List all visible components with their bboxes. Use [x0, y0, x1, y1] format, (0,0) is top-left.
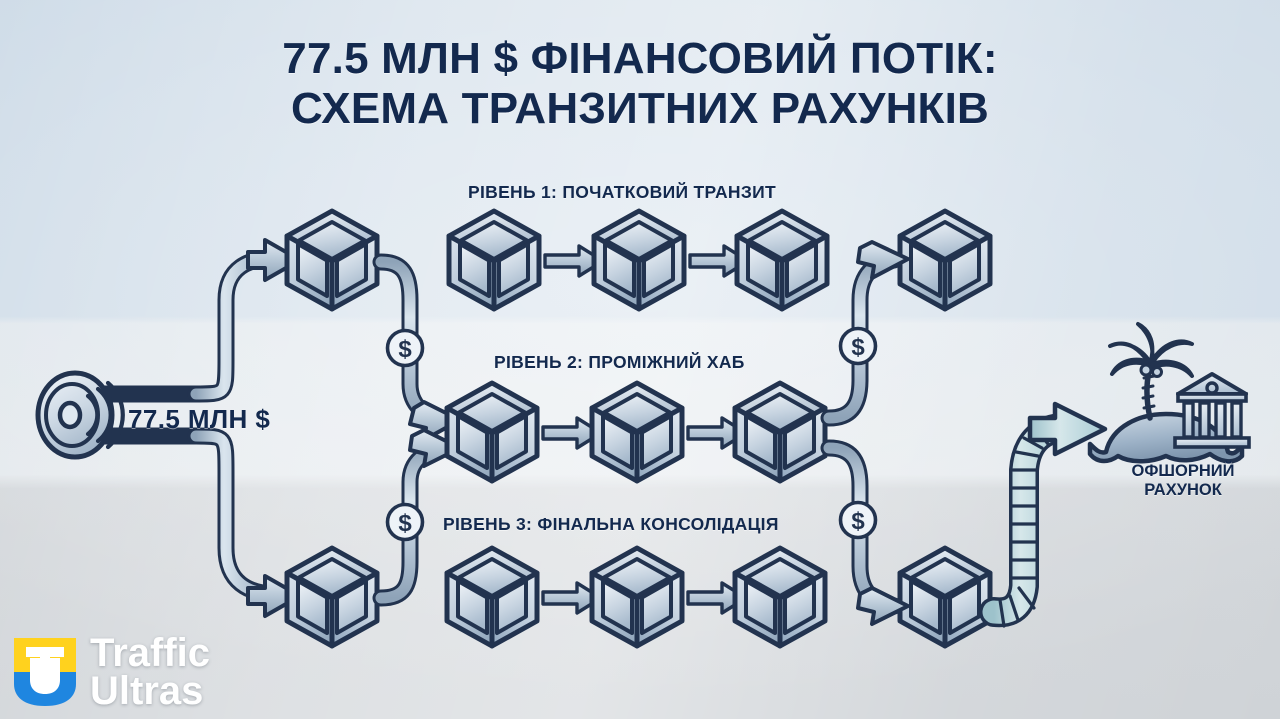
page-title: 77.5 МЛН $ ФІНАНСОВИЙ ПОТІК: СХЕМА ТРАНЗ…: [0, 34, 1280, 133]
node-level3-3[interactable]: [735, 548, 825, 646]
brand-name-line-1: Traffic: [90, 631, 211, 675]
node-level2-hub[interactable]: [735, 383, 825, 481]
pipe-hub-to-level3-final: [820, 439, 910, 626]
source-amount-label: 77.5 МЛН $: [128, 404, 271, 434]
branch-source-to-level1: [187, 238, 302, 403]
title-line-1: 77.5 МЛН $ ФІНАНСОВИЙ ПОТІК:: [282, 34, 998, 83]
money-badge-bottom-right[interactable]: [838, 500, 878, 540]
node-level3-4[interactable]: [900, 548, 990, 646]
signal-emitter-icon: [35, 370, 125, 460]
source-node[interactable]: [35, 370, 196, 460]
offshore-caption-line-1: ОФШОРНИЙ: [1131, 462, 1235, 480]
offshore-island-bank-icon[interactable]: [1087, 322, 1251, 464]
node-level1-2[interactable]: [594, 211, 684, 309]
brand-logo[interactable]: Traffic Ultras: [14, 631, 211, 714]
money-badge-bottom-left[interactable]: [385, 502, 425, 542]
title-line-2: СХЕМА ТРАНЗИТНИХ РАХУНКІВ: [291, 83, 989, 133]
level-2-chain: [447, 383, 825, 481]
bank-building-icon: [1173, 372, 1251, 449]
level-3-label: РІВЕНЬ 3: ФІНАЛЬНА КОНСОЛІДАЦІЯ: [443, 514, 779, 534]
node-level1-1[interactable]: [449, 211, 539, 309]
node-level1-origin[interactable]: [287, 211, 377, 309]
offshore-caption-line-2: РАХУНОК: [1144, 481, 1222, 500]
traffic-ultras-monogram-icon: [14, 638, 76, 707]
brand-name-line-2: Ultras: [90, 669, 204, 714]
money-badge-top-right[interactable]: [838, 326, 878, 366]
node-level1-3[interactable]: [737, 211, 827, 309]
node-level2-1[interactable]: [447, 383, 537, 481]
pipe-hub-to-level1-final: [820, 240, 910, 427]
node-level3-2[interactable]: [592, 548, 682, 646]
final-conduit-to-offshore: [979, 401, 1108, 628]
node-level1-4[interactable]: [900, 211, 990, 309]
node-level3-origin[interactable]: [287, 548, 377, 646]
node-level2-2[interactable]: [592, 383, 682, 481]
level-3-chain: [447, 548, 990, 646]
level-1-label: РІВЕНЬ 1: ПОЧАТКОВИЙ ТРАНЗИТ: [468, 182, 776, 202]
offshore-account-caption: ОФШОРНИЙ РАХУНОК: [1093, 462, 1273, 501]
branch-source-to-level3: [187, 427, 302, 618]
brand-name: Traffic Ultras: [90, 631, 211, 714]
node-level3-1[interactable]: [447, 548, 537, 646]
level-2-label: РІВЕНЬ 2: ПРОМІЖНИЙ ХАБ: [494, 352, 745, 372]
money-badge-top-left[interactable]: [385, 328, 425, 368]
